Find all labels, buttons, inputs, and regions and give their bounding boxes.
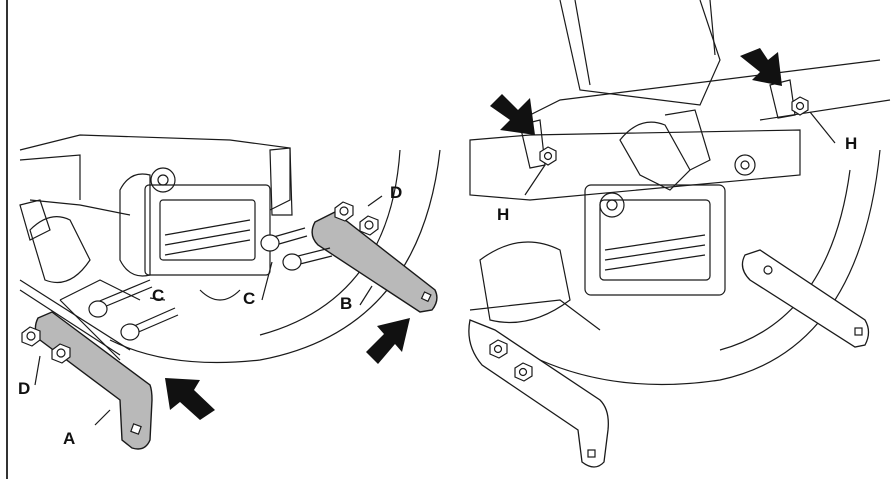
bolt-c-left-2: [120, 307, 179, 341]
arrow-icon-upper-left: [490, 94, 535, 135]
bolt-h-left: [539, 146, 557, 166]
bolt-c-right-2: [282, 247, 333, 271]
callout-d-right: D: [390, 183, 403, 202]
leader-d1: [34, 355, 41, 386]
right-engine-block: [469, 129, 801, 201]
callout-d-left: D: [18, 379, 31, 398]
leader-a: [94, 409, 111, 426]
callout-c-right: C: [243, 289, 256, 308]
arrow-icon-upper-right: [740, 48, 782, 86]
callout-h-right: H: [845, 134, 858, 153]
nut-d-right-1: [334, 201, 354, 222]
leader-d2: [367, 195, 383, 207]
left-panel: [19, 134, 441, 450]
nut-d-left-1: [21, 326, 41, 347]
housing-arc-outer: [109, 149, 441, 364]
leader-c1: [149, 297, 166, 301]
right-side-bracket: [741, 249, 870, 348]
arrow-icon-lower-right: [366, 318, 410, 364]
engine-block-top: [19, 134, 291, 211]
callout-a: A: [63, 429, 76, 448]
leader-c2: [261, 261, 273, 301]
right-housing-arc: [539, 149, 881, 386]
leader-b: [359, 285, 373, 306]
bracket-b: [311, 211, 438, 313]
callout-h-left: H: [497, 205, 510, 224]
callout-b: B: [340, 294, 353, 313]
nut-d-left-2: [51, 343, 71, 364]
callout-c-left: C: [152, 286, 165, 305]
bolt-c-right-1: [260, 227, 308, 252]
arrow-icon-lower-left: [165, 378, 215, 420]
bolt-c-left-1: [88, 279, 153, 318]
right-panel: [468, 0, 891, 468]
leader-h1: [524, 164, 546, 196]
leader-h2: [809, 111, 836, 144]
right-lower-bracket: [468, 319, 609, 468]
nut-d-right-2: [359, 215, 379, 236]
bolt-h-right: [791, 96, 809, 116]
engine-housing: [144, 184, 271, 276]
